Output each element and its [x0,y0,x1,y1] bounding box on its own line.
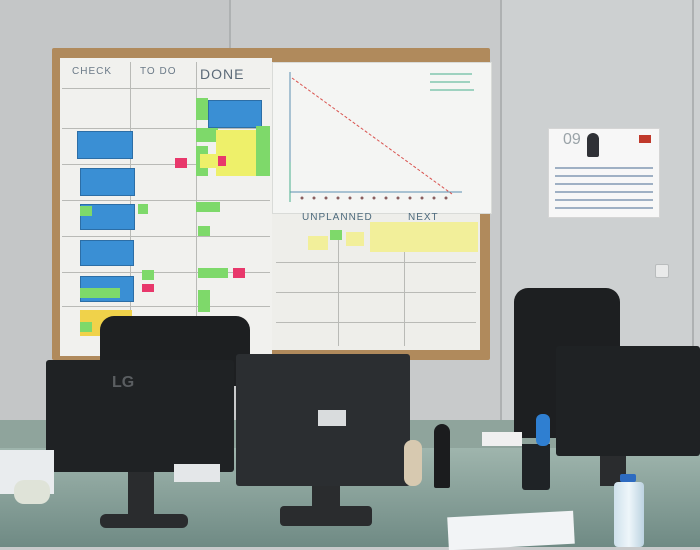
chart-label-unplanned: UNPLANNED [302,212,373,223]
wall-calendar: 09 [548,128,660,218]
scissors [536,414,550,446]
row-divider [276,292,476,293]
sticky-note-green [80,206,92,216]
sticky-note-green [142,270,154,280]
helmet-figurine [434,424,450,488]
story-card [80,168,135,196]
sticky-note-green [138,204,148,214]
row-divider [62,306,270,307]
figurine [404,440,422,486]
row-divider [62,200,270,201]
pen-holder [522,444,550,490]
row-divider [276,262,476,263]
monitor-label-sticker [318,410,346,426]
sticky-note-yellow [200,154,216,168]
sticky-note-green [198,226,210,236]
sticky-note-green [196,98,208,120]
sticky-note-green [196,128,218,142]
sticky-note-green [256,126,270,176]
row-divider [276,322,476,323]
calendar-row [555,191,653,193]
monitor-base [100,514,188,528]
sticky-note-pink [218,156,226,166]
wall-outlet [655,264,669,278]
sticky-note-green [330,230,342,240]
calendar-row [555,183,653,185]
column-divider [338,236,339,346]
sticky-note-pink [142,284,154,292]
column-header-done: DONE [200,66,245,82]
wall-seam [500,0,502,440]
documents-on-desk [447,510,575,550]
burndown-chart-sheet [272,62,492,214]
monitor-stand [128,472,154,516]
sticky-note-green [80,322,92,332]
water-bottle [614,482,644,547]
header-divider [62,88,270,89]
business-card [482,432,522,446]
sticky-note-pink [175,158,187,168]
calendar-row [555,167,653,169]
calendar-row [555,175,653,177]
row-divider [62,236,270,237]
chart-label-next: NEXT [408,212,439,223]
sticky-note-green [196,202,220,212]
calendar-number: 09 [563,131,581,148]
story-card [80,240,134,266]
sticky-note-green [80,288,120,298]
monitor-brand-logo: LG [112,374,135,391]
sticky-note-green [198,268,228,278]
burndown-chart [289,72,474,202]
column-header-check: CHECK [72,66,113,77]
sticky-note-yellow-cluster [370,222,478,252]
tape-dispenser [14,480,50,504]
wall-seam [692,0,694,430]
sticky-note-yellow-cluster [216,130,256,176]
calendar-row [555,199,653,201]
monitor-base [280,506,372,526]
column-divider [404,236,405,346]
row-divider [62,164,270,165]
monitor-right [556,346,700,456]
story-card [208,100,262,128]
monitor-lg: LG [46,360,234,472]
sticky-note-green [198,290,210,312]
monitor-center [236,354,410,486]
monitor-cable-label [174,464,220,482]
calendar-row [555,207,653,209]
bottle-cap [620,474,636,482]
row-divider [62,272,270,273]
column-header-todo: TO DO [140,66,177,77]
calendar-photo [587,133,599,157]
sticky-note-yellow [346,232,364,246]
story-card [77,131,133,159]
sticky-note-pink [233,268,245,278]
calendar-logo [639,135,651,143]
row-divider [62,128,270,129]
sticky-note-yellow [308,236,328,250]
